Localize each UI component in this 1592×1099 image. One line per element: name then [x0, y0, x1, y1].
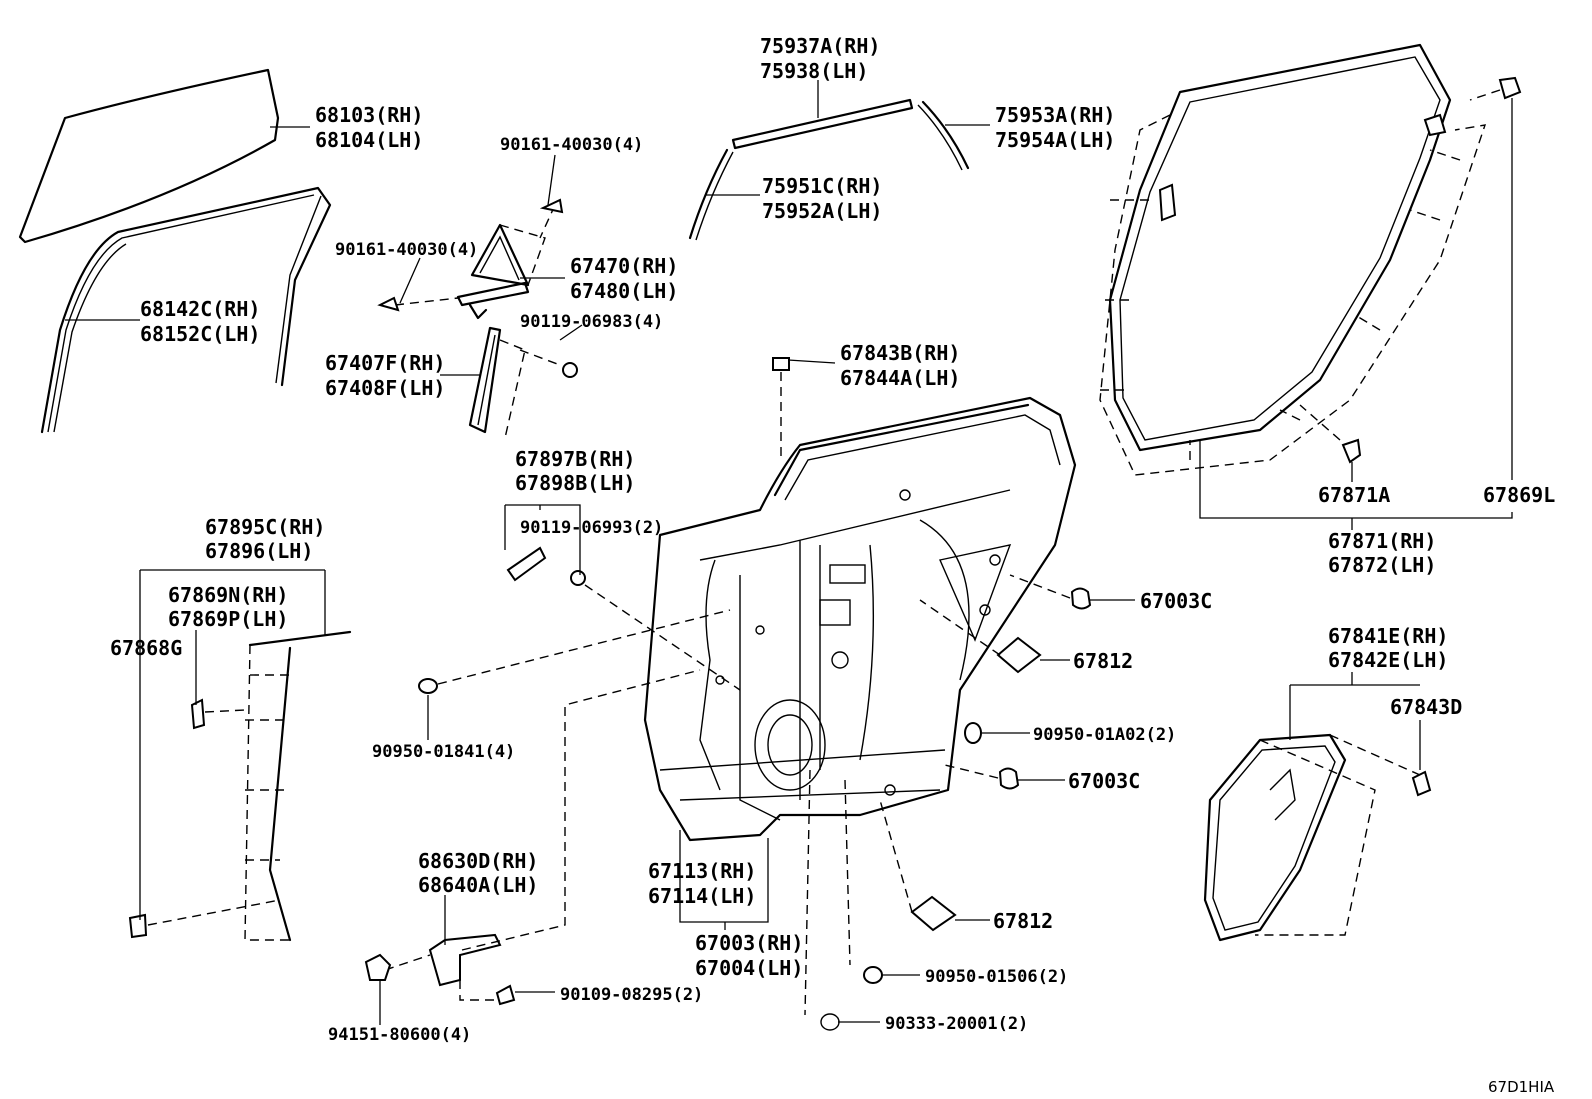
label-panel-lh: 67114(LH) [648, 884, 756, 908]
label-qw-lh: 67480(LH) [570, 279, 678, 303]
label-clip-n-rh: 67869N(RH) [168, 583, 288, 607]
label-bolt-c: 94151-80600(4) [328, 1025, 471, 1045]
pad-icon [879, 599, 1042, 932]
label-mold-rear-rh: 75953A(RH) [995, 103, 1115, 127]
diagram-code: 67D1HIA [1488, 1078, 1555, 1096]
door-seal [244, 630, 352, 942]
weatherstrip [1099, 43, 1487, 476]
label-mold-top-rh: 75937A(RH) [760, 34, 880, 58]
label-seal-rh: 67895C(RH) [205, 515, 325, 539]
label-door-rh: 67003(RH) [695, 931, 803, 955]
door-panel [643, 396, 1077, 842]
label-clip-top-lh: 67844A(LH) [840, 366, 960, 390]
label-ws-clip-l: 67869L [1483, 483, 1555, 507]
label-check-rh: 68630D(RH) [418, 849, 538, 873]
label-div-lh: 67408F(LH) [325, 376, 445, 400]
label-div-rh: 67407F(RH) [325, 351, 445, 375]
label-mold-front-rh: 75951C(RH) [762, 174, 882, 198]
label-ws-clip: 67871A [1318, 483, 1390, 507]
label-br-lh: 67898B(LH) [515, 471, 635, 495]
label-plug-c: 90950-01506(2) [925, 967, 1068, 987]
clip-icon [128, 698, 281, 939]
label-mold-top-lh: 75938(LH) [760, 59, 868, 83]
label-bolt-b: 90119-06993(2) [520, 518, 663, 538]
label-screw-b: 90161-40030(4) [335, 240, 478, 260]
label-door-lh: 67004(LH) [695, 956, 803, 980]
label-clip-g: 67868G [110, 636, 182, 660]
label-glass-lh: 68104(LH) [315, 128, 423, 152]
label-plug-a: 90950-01841(4) [372, 742, 515, 762]
label-check-lh: 68640A(LH) [418, 873, 538, 897]
label-run-lh: 68152C(LH) [140, 322, 260, 346]
belt-moulding-rear [917, 100, 970, 171]
part-labels: 68103(RH) 68104(LH) 68142C(RH) 68152C(LH… [110, 34, 1555, 1096]
belt-moulding-top [731, 98, 914, 150]
label-clip-p-lh: 67869P(LH) [168, 607, 288, 631]
label-mold-front-lh: 75952A(LH) [762, 199, 882, 223]
label-panel-rh: 67113(RH) [648, 859, 756, 883]
quarter-window [394, 204, 556, 320]
label-clip-top-rh: 67843B(RH) [840, 341, 960, 365]
label-mold-rear-lh: 75954A(LH) [995, 128, 1115, 152]
label-ws-rh: 67871(RH) [1328, 529, 1436, 553]
door-glass [18, 68, 280, 244]
screw-icon [377, 198, 564, 312]
clip-icon [1299, 76, 1522, 464]
label-pad-b: 67812 [993, 909, 1053, 933]
label-cushion-a: 67003C [1140, 589, 1212, 613]
plug-icon [418, 609, 982, 1031]
label-screw-a: 90161-40030(4) [500, 135, 643, 155]
label-seal-lh: 67896(LH) [205, 539, 313, 563]
service-hole-cover [1203, 733, 1432, 942]
label-run-rh: 68142C(RH) [140, 297, 260, 321]
label-pad-a: 67812 [1073, 649, 1133, 673]
division-bar [468, 326, 578, 439]
label-hole-rh: 67841E(RH) [1328, 624, 1448, 648]
door-check [364, 669, 701, 1006]
label-cushion-b: 67003C [1068, 769, 1140, 793]
label-plug-b: 90950-01A02(2) [1033, 725, 1176, 745]
label-br-rh: 67897B(RH) [515, 447, 635, 471]
glass-run [40, 186, 332, 434]
label-bolt-d: 90109-08295(2) [560, 985, 703, 1005]
label-qw-rh: 67470(RH) [570, 254, 678, 278]
leader-lines [65, 80, 1513, 1025]
label-plug-d: 90333-20001(2) [885, 1014, 1028, 1034]
label-bolt-a: 90119-06983(4) [520, 312, 663, 332]
label-ws-lh: 67872(LH) [1328, 553, 1436, 577]
label-hole-lh: 67842E(LH) [1328, 648, 1448, 672]
label-hole-clip: 67843D [1390, 695, 1462, 719]
clip-icon [772, 357, 790, 460]
bracket [506, 546, 741, 691]
label-glass-rh: 68103(RH) [315, 103, 423, 127]
cushion-icon [944, 574, 1092, 790]
